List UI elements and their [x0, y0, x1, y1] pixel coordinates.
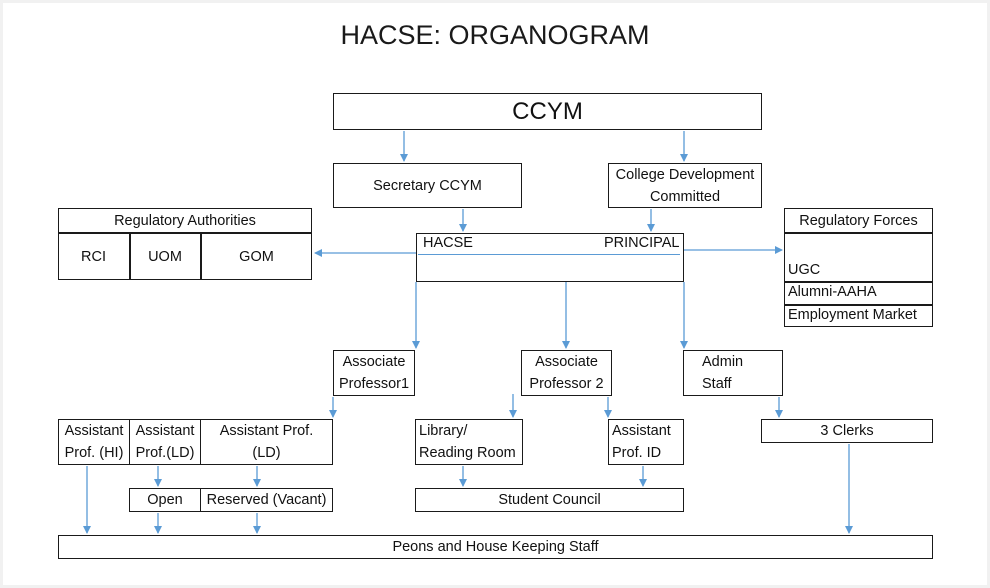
node-3-clerks: 3 Clerks: [761, 419, 933, 443]
node-assistant-prof-id: Assistant Prof. ID: [608, 419, 684, 465]
node-asst-hi-line2: Prof. (HI): [64, 445, 124, 461]
node-student-council-label: Student Council: [498, 492, 601, 508]
node-associate-professor-1: Associate Professor1: [333, 350, 415, 396]
regulatory-authorities-header: Regulatory Authorities: [114, 213, 256, 229]
hacse-inner-rule: [418, 254, 680, 255]
node-assistant-prof-ld-1: Assistant Prof.(LD): [129, 419, 201, 465]
divider: [58, 232, 312, 234]
regulatory-force-employment: Employment Market: [788, 307, 917, 323]
node-assoc2-line2: Professor 2: [529, 376, 604, 392]
node-secretary-label: Secretary CCYM: [373, 177, 482, 194]
node-regulatory-authorities: [58, 208, 312, 280]
node-admin-line1: Admin: [702, 354, 744, 370]
node-peons-housekeeping: Peons and House Keeping Staff: [58, 535, 933, 559]
divider: [784, 304, 933, 306]
node-secretary-ccym: Secretary CCYM: [333, 163, 522, 208]
node-asst-ld2-line1: Assistant Prof.: [219, 423, 314, 439]
node-assistant-prof-ld-2: Assistant Prof. (LD): [200, 419, 333, 465]
node-college-dev-line2: Committed: [649, 188, 721, 205]
node-ccym-label: CCYM: [512, 97, 583, 125]
node-assoc1-line2: Professor1: [338, 376, 410, 392]
node-open: Open: [129, 488, 201, 512]
node-admin-staff: Admin Staff: [683, 350, 783, 396]
node-library-line2: Reading Room: [419, 445, 516, 461]
node-reserved-label: Reserved (Vacant): [206, 492, 327, 508]
node-peons-label: Peons and House Keeping Staff: [392, 539, 599, 555]
node-principal-label: PRINCIPAL: [604, 235, 680, 251]
node-asst-ld1-line2: Prof.(LD): [135, 445, 195, 461]
node-regulatory-forces: [784, 208, 933, 327]
node-assoc1-line1: Associate: [342, 354, 406, 370]
node-library-line1: Library/: [419, 423, 468, 439]
node-asst-ld1-line1: Assistant: [135, 423, 195, 439]
node-college-dev-line1: College Development: [615, 166, 755, 183]
node-student-council: Student Council: [415, 488, 684, 512]
divider: [784, 281, 933, 283]
regulatory-authority-rci: RCI: [81, 248, 106, 265]
divider: [129, 232, 131, 280]
node-admin-line2: Staff: [702, 376, 732, 392]
regulatory-authority-uom: UOM: [148, 248, 182, 265]
divider: [784, 232, 933, 234]
node-associate-professor-2: Associate Professor 2: [521, 350, 612, 396]
node-asst-id-line1: Assistant: [612, 423, 671, 439]
regulatory-authority-gom: GOM: [239, 248, 274, 265]
node-open-label: Open: [147, 492, 183, 508]
node-reserved-vacant: Reserved (Vacant): [200, 488, 333, 512]
node-hacse-label: HACSE: [423, 235, 473, 251]
node-library-reading-room: Library/ Reading Room: [415, 419, 523, 465]
diagram-title: HACSE: ORGANOGRAM: [340, 20, 650, 50]
node-assistant-prof-hi: Assistant Prof. (HI): [58, 419, 130, 465]
node-asst-hi-line1: Assistant: [64, 423, 124, 439]
node-assoc2-line1: Associate: [535, 354, 598, 370]
regulatory-force-alumni: Alumni-AAHA: [788, 284, 877, 300]
node-asst-ld2-line2: (LD): [252, 445, 281, 461]
node-ccym: CCYM: [333, 93, 762, 130]
node-clerks-label: 3 Clerks: [820, 423, 874, 439]
regulatory-force-ugc: UGC: [788, 262, 821, 278]
node-asst-id-line2: Prof. ID: [612, 445, 662, 461]
node-college-development: College Development Committed: [608, 163, 762, 208]
node-hacse-principal: [416, 233, 684, 282]
regulatory-forces-header: Regulatory Forces: [799, 213, 918, 229]
divider: [200, 232, 202, 280]
